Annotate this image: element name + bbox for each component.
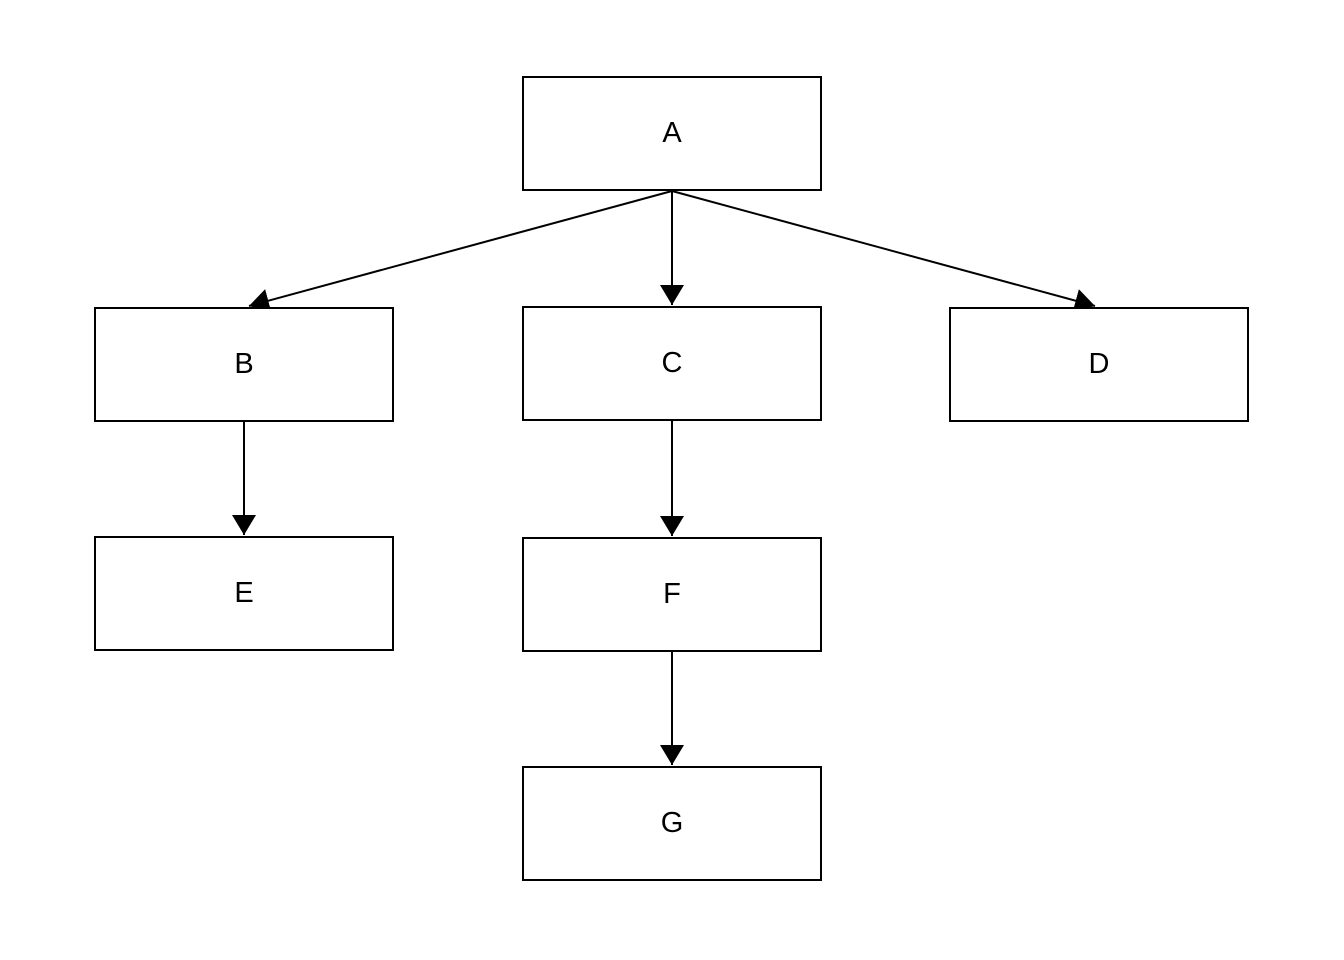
node-g: G — [522, 766, 822, 881]
node-b: B — [94, 307, 394, 422]
node-b-label: B — [234, 348, 254, 380]
edge-a-d — [671, 190, 1096, 313]
node-c: C — [522, 306, 822, 421]
node-d: D — [949, 307, 1249, 422]
node-f-label: F — [663, 578, 681, 610]
node-c-label: C — [661, 347, 683, 379]
edge-a-b — [248, 190, 673, 313]
node-d-label: D — [1088, 348, 1110, 380]
node-e: E — [94, 536, 394, 651]
node-a: A — [522, 76, 822, 191]
node-g-label: G — [660, 807, 684, 839]
node-f: F — [522, 537, 822, 652]
node-a-label: A — [662, 117, 682, 149]
node-e-label: E — [234, 577, 254, 609]
